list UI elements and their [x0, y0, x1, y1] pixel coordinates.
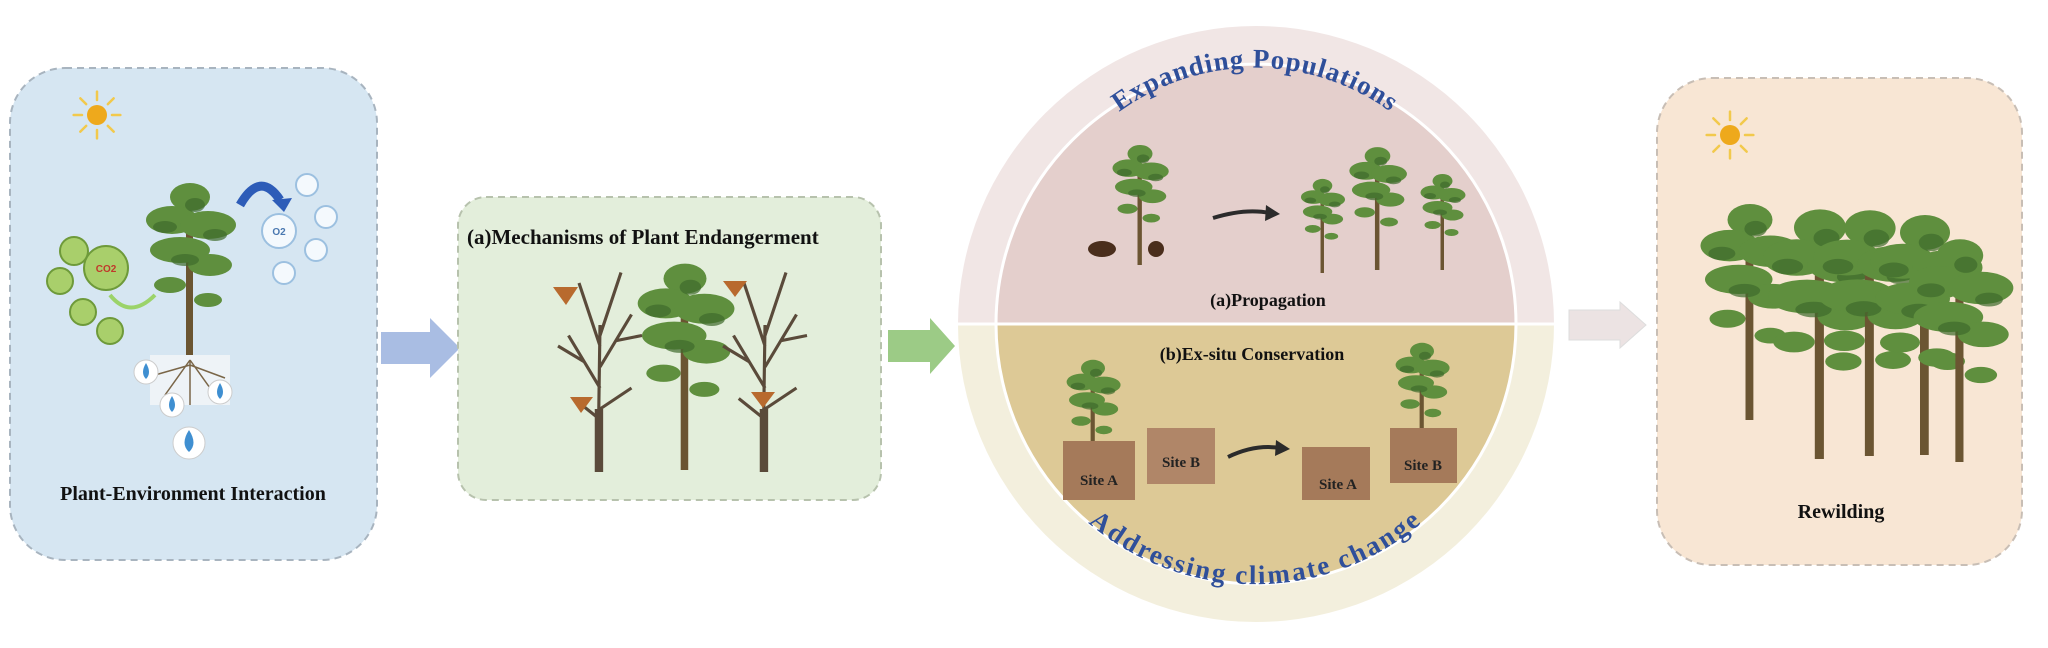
site-a-box: Site A — [1302, 447, 1370, 500]
propagation-title: (a)Propagation — [1210, 290, 1326, 311]
endangerment-panel: (a)Mechanisms of Plant Endangerment — [457, 196, 882, 501]
rewilding-panel: Rewilding — [1656, 77, 2023, 566]
o2-bubbles — [261, 173, 338, 285]
co2-bubbles: CO2 — [46, 236, 157, 345]
plant-environment-title: Plant-Environment Interaction — [60, 483, 326, 505]
endangerment-title: (a)Mechanisms of Plant Endangerment — [467, 225, 819, 249]
exsitu-section: (b)Ex-situ Conservation Site A Site B Si… — [1063, 342, 1457, 500]
sun-icon — [1705, 110, 1755, 160]
o2-label: O2 — [272, 227, 286, 238]
plant-environment-panel: CO2 O2 Plant-Environment Interaction — [9, 67, 378, 561]
propagation-section: (a)Propagation — [1088, 145, 1466, 311]
site-a-label: Site A — [1319, 477, 1357, 493]
site-b-label: Site B — [1404, 458, 1442, 474]
co2-label: CO2 — [96, 264, 117, 275]
seed-icons — [1088, 241, 1164, 257]
curved-arrow-icon — [236, 181, 284, 208]
arrow-icon — [381, 318, 460, 378]
arrow-icon — [888, 318, 955, 374]
insect-nest-icons — [553, 281, 775, 413]
water-drop-icons — [133, 359, 233, 460]
site-b-box: Site B — [1147, 428, 1215, 484]
rewilding-title: Rewilding — [1798, 501, 1885, 523]
exsitu-title: (b)Ex-situ Conservation — [1160, 344, 1345, 365]
arrow-icon — [1568, 300, 1647, 350]
conservation-circle: Expanding Populations Addressing climate… — [958, 26, 1554, 622]
sun-icon — [72, 90, 122, 140]
site-b-box: Site B — [1390, 428, 1457, 483]
site-a-box: Site A — [1063, 441, 1135, 500]
site-a-label: Site A — [1080, 473, 1118, 489]
site-b-label: Site B — [1162, 455, 1200, 471]
